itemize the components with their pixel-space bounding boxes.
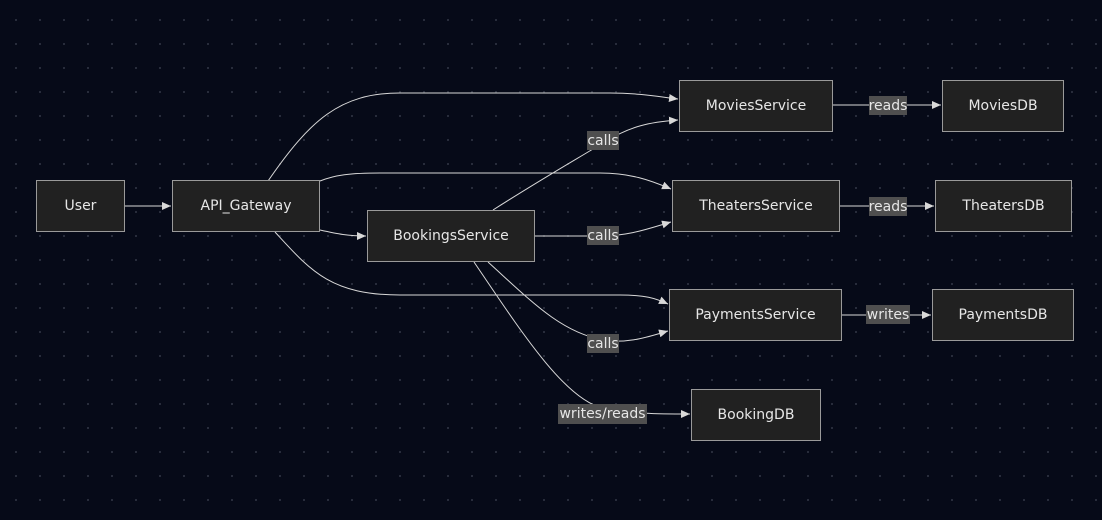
- node-api-gateway[interactable]: API_Gateway: [172, 180, 320, 232]
- edge-api-gateway-to-bookings-service: [319, 229, 367, 240]
- node-bookings-service[interactable]: BookingsService: [367, 210, 535, 262]
- edge-label-payments-db: writes: [866, 305, 910, 324]
- edge-bookings-to-bookingdb: [473, 261, 691, 418]
- edge-label-bookings-bookingdb: writes/reads: [558, 404, 647, 424]
- node-user[interactable]: User: [36, 180, 125, 232]
- edge-bookings-to-movies-service: [492, 116, 679, 211]
- node-paymentsdb[interactable]: PaymentsDB: [932, 289, 1074, 341]
- edge-label-bookings-payments: calls: [587, 334, 619, 353]
- node-bookingdb[interactable]: BookingDB: [691, 389, 821, 441]
- node-theaters-service[interactable]: TheatersService: [672, 180, 840, 232]
- edge-api-gateway-to-payments-service: [274, 231, 669, 305]
- edge-api-gateway-to-movies-service: [267, 92, 679, 182]
- edge-label-movies-db: reads: [868, 96, 908, 115]
- node-movies-service[interactable]: MoviesService: [679, 80, 833, 132]
- node-payments-service[interactable]: PaymentsService: [669, 289, 842, 341]
- edge-bookings-to-payments-service: [487, 261, 669, 342]
- node-moviesdb[interactable]: MoviesDB: [942, 80, 1064, 132]
- edge-label-bookings-movies: calls: [587, 131, 619, 150]
- node-theatersdb[interactable]: TheatersDB: [935, 180, 1072, 232]
- edge-api-gateway-to-theaters-service: [319, 172, 672, 190]
- edge-label-theaters-db: reads: [868, 197, 908, 216]
- edge-label-bookings-theaters: calls: [587, 226, 619, 245]
